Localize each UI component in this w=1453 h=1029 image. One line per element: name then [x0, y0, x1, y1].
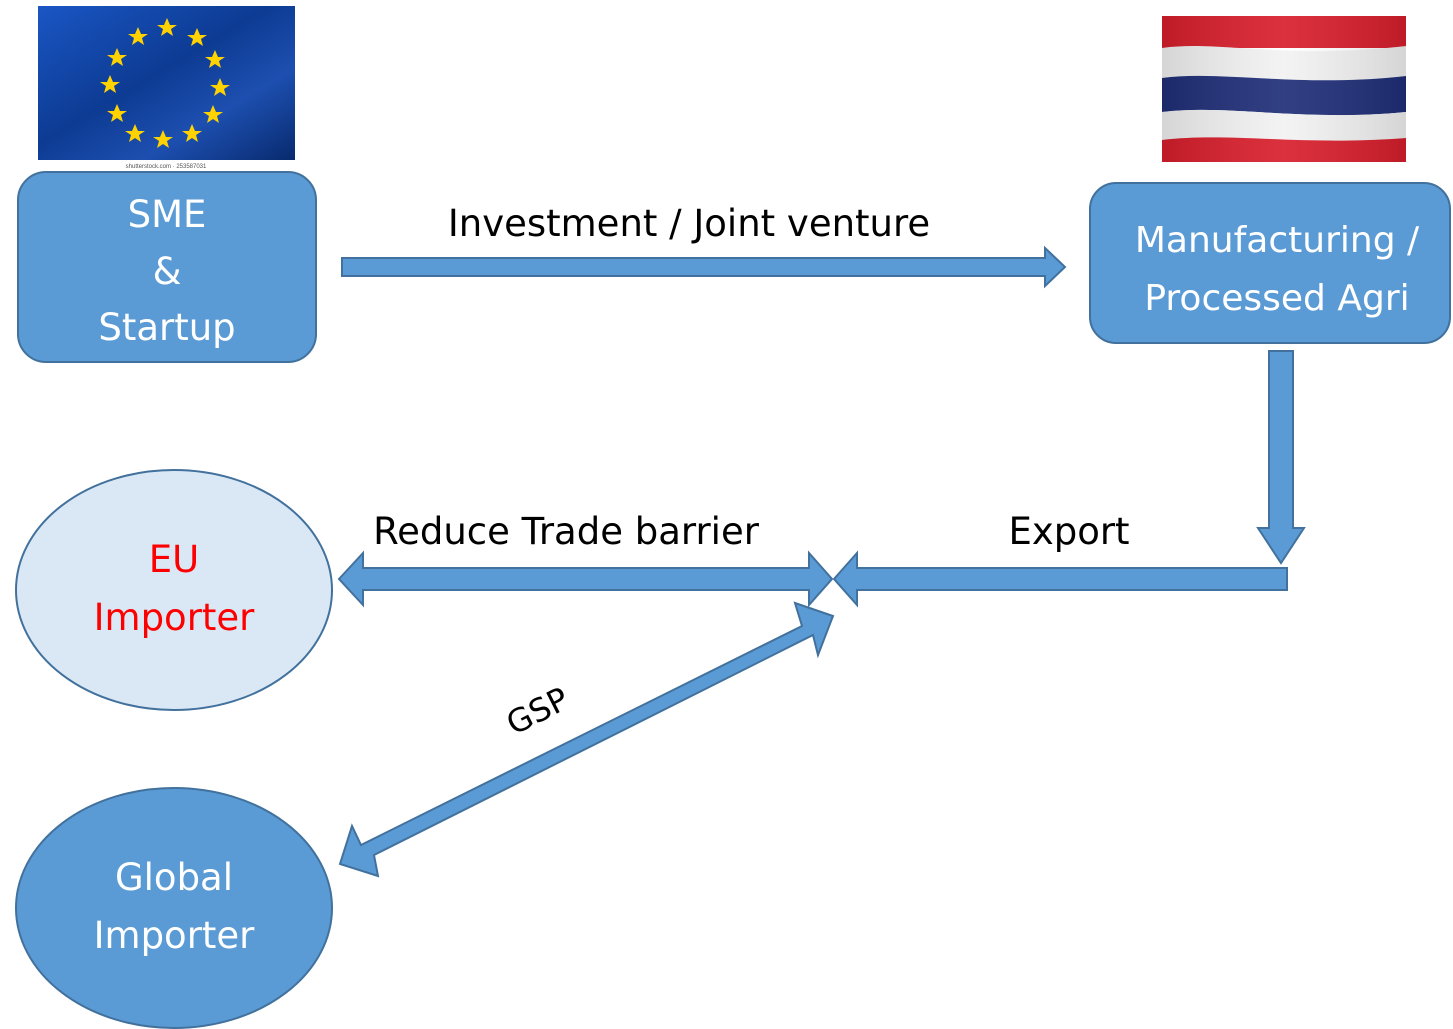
gsp-edge-label: GSP: [500, 680, 575, 743]
manufacturing-node: Manufacturing / Processed Agri: [1089, 182, 1451, 344]
thai-flag-shading: [1162, 16, 1406, 162]
gsp-arrow: [338, 601, 835, 878]
star-icon: [182, 124, 202, 142]
manufacturing-label: Manufacturing /: [1135, 220, 1420, 261]
investment-edge-label: Investment / Joint venture: [448, 202, 930, 245]
star-icon: [107, 104, 127, 122]
eu-flag-stars: [100, 18, 230, 148]
eu-importer-node: EU Importer: [15, 469, 333, 711]
star-icon: [100, 75, 120, 93]
global-importer-label: Importer: [94, 914, 256, 957]
sme-startup-node: SME & Startup: [17, 171, 317, 363]
global-importer-ellipse: [15, 787, 333, 1029]
investment-arrow: [341, 245, 1067, 289]
star-icon: [125, 124, 145, 142]
eu-flag-image: shutterstock.com · 253587031: [38, 6, 295, 170]
export-edge-label: Export: [1008, 510, 1129, 553]
eu-importer-label: Importer: [94, 596, 256, 639]
star-icon: [187, 28, 207, 46]
eu-importer-ellipse: [15, 469, 333, 711]
sme-startup-box: [17, 171, 317, 363]
star-icon: [107, 48, 127, 66]
star-icon: [128, 27, 148, 45]
trade-barrier-arrow: [337, 550, 834, 608]
sme-label: SME: [128, 193, 207, 236]
ampersand-label: &: [153, 250, 182, 293]
global-importer-node: Global Importer: [15, 787, 333, 1029]
manufacturing-box: [1089, 182, 1451, 344]
eu-flag-watermark: shutterstock.com · 253587031: [126, 164, 207, 170]
star-icon: [203, 105, 223, 123]
star-icon: [210, 78, 230, 96]
processed-agri-label: Processed Agri: [1144, 278, 1409, 319]
eu-label: EU: [149, 538, 199, 581]
export-left-arrow: [832, 550, 1288, 608]
star-icon: [153, 130, 173, 148]
star-icon: [205, 50, 225, 68]
trade-barrier-edge-label: Reduce Trade barrier: [373, 510, 760, 553]
global-label: Global: [115, 856, 233, 899]
export-down-arrow: [1256, 350, 1306, 565]
startup-label: Startup: [98, 306, 235, 349]
star-icon: [157, 18, 177, 36]
thai-flag-image: [1162, 16, 1406, 162]
